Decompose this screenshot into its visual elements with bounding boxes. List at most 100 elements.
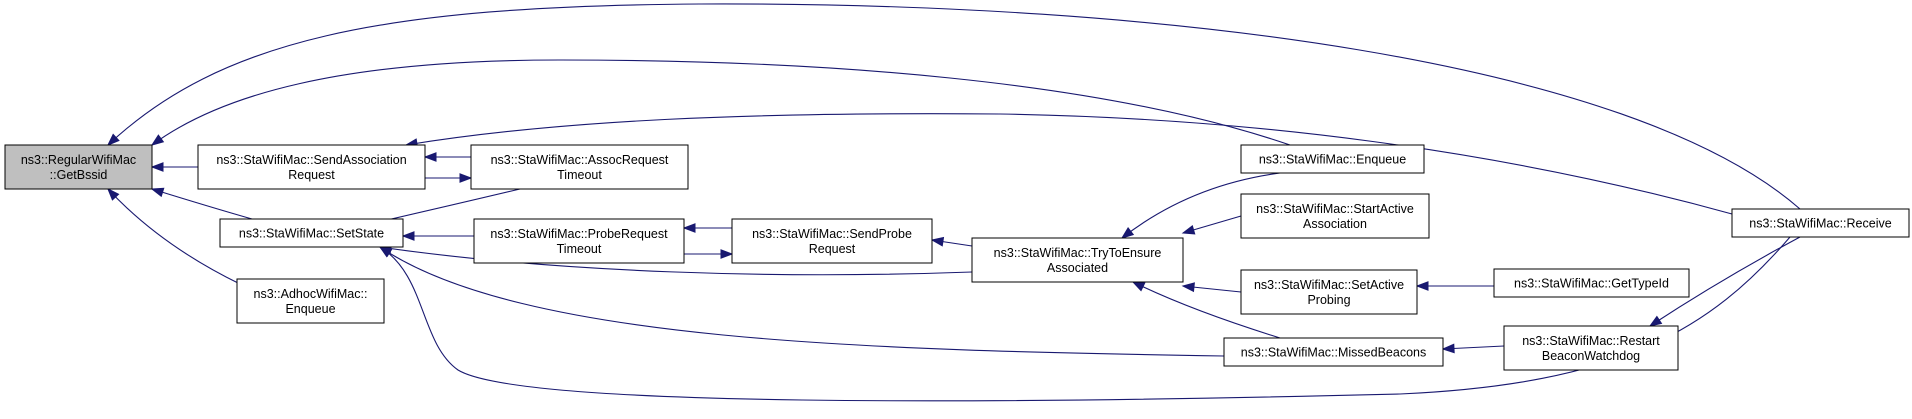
node-getbssid[interactable]: ns3::RegularWifiMac::GetBssid [4, 144, 153, 190]
edge-sendassoc-to-assoctimeout [425, 173, 473, 183]
edge-arrowhead [720, 249, 734, 259]
node-box [470, 144, 689, 190]
edge-adhocenqueue-to-getbssid [107, 187, 241, 285]
node-box [1240, 269, 1418, 315]
edge-arrowhead [1441, 343, 1455, 354]
node-adhocenqueue[interactable]: ns3::AdhocWifiMac::Enqueue [236, 278, 385, 324]
edge-gettypeid-to-setactive [1415, 281, 1494, 291]
edge-arrowhead [930, 236, 945, 247]
edge-arrowhead [1648, 315, 1663, 327]
node-box [473, 218, 685, 264]
node-label-line: BeaconWatchdog [1542, 349, 1640, 363]
edge-setstate-to-getbssid [150, 187, 253, 220]
edge-line [379, 246, 1225, 357]
node-box [197, 144, 426, 190]
edge-arrowhead [401, 231, 415, 241]
edge-line [405, 113, 1733, 215]
edge-arrowhead [1120, 227, 1135, 239]
edge-arrowhead [106, 133, 120, 146]
edge-arrowhead [150, 162, 164, 172]
node-staenqueue[interactable]: ns3::StaWifiMac::Enqueue [1240, 144, 1425, 174]
edge-arrowhead [1181, 225, 1196, 235]
edge-trytoensure-to-sendprobe [930, 236, 973, 247]
node-label-line: ns3::StaWifiMac::GetTypeId [1514, 277, 1669, 291]
node-label-line: ns3::StaWifiMac::ProbeRequest [490, 227, 668, 241]
edge-startactive-to-trytoensure [1181, 215, 1242, 235]
edge-assoctimeout-to-sendassoc [423, 152, 471, 162]
edge-restart-to-missed [1441, 343, 1505, 354]
node-gettypeid[interactable]: ns3::StaWifiMac::GetTypeId [1493, 268, 1690, 298]
node-label-line: ns3::AdhocWifiMac:: [254, 287, 368, 301]
edge-arrowhead [1131, 281, 1146, 292]
node-label-line: Timeout [557, 168, 602, 182]
node-receive[interactable]: ns3::StaWifiMac::Receive [1731, 208, 1910, 238]
node-box [1223, 337, 1444, 367]
node-label-line: ns3::StaWifiMac::TryToEnsure [994, 246, 1162, 260]
node-label-line: ::GetBssid [50, 168, 108, 182]
node-label-line: ns3::StaWifiMac::Receive [1749, 217, 1891, 231]
node-box [1240, 193, 1430, 239]
edge-arrowhead [423, 152, 437, 162]
edge-sendprobe-to-probetimeout [682, 223, 732, 233]
edge-arrowhead [1415, 281, 1429, 291]
node-box [731, 218, 933, 264]
edge-arrowhead [107, 187, 120, 201]
edge-line [151, 188, 253, 220]
node-label-line: ns3::StaWifiMac::Restart [1522, 334, 1660, 348]
node-box [1731, 208, 1910, 238]
node-setstate[interactable]: ns3::StaWifiMac::SetState [219, 218, 404, 248]
edge-setactive-to-trytoensure [1181, 282, 1242, 293]
node-box [4, 144, 153, 190]
edge-sendassoc-to-getbssid [150, 162, 198, 172]
node-label-line: ns3::StaWifiMac::SendAssociation [216, 153, 406, 167]
nodes-layer: ns3::RegularWifiMac::GetBssidns3::StaWif… [4, 144, 1910, 371]
edge-line [107, 188, 241, 285]
node-label-line: Enqueue [285, 302, 335, 316]
edge-line [107, 3, 1801, 210]
node-box [971, 237, 1184, 283]
edge-arrowhead [378, 246, 393, 258]
node-label-line: ns3::StaWifiMac::SetActive [1254, 278, 1404, 292]
node-label-line: ns3::RegularWifiMac [21, 153, 136, 167]
node-label-line: Probing [1307, 293, 1350, 307]
node-label-line: Timeout [557, 242, 602, 256]
edge-probetimeout-to-sendprobe [684, 249, 734, 259]
node-label-line: ns3::StaWifiMac::SetState [239, 227, 384, 241]
node-box [1493, 268, 1690, 298]
node-label-line: ns3::StaWifiMac::AssocRequest [491, 153, 669, 167]
edge-probetimeout-to-setstate [401, 231, 474, 241]
node-label-line: Request [288, 168, 335, 182]
edge-arrowhead [150, 187, 165, 198]
node-box [236, 278, 385, 324]
edge-line [1132, 281, 1281, 339]
edge-missed-to-trytoensure [1131, 281, 1281, 339]
node-label-line: Request [809, 242, 856, 256]
node-label-line: ns3::StaWifiMac::StartActive [1256, 202, 1414, 216]
edge-staenqueue-to-trytoensure [1120, 172, 1281, 239]
edge-staenqueue-to-getbssid [150, 59, 1291, 146]
edge-arrowhead [1181, 282, 1195, 293]
node-box [219, 218, 404, 248]
edge-receive-to-restart [1648, 236, 1801, 327]
node-box [1503, 325, 1679, 371]
node-label-line: ns3::StaWifiMac::MissedBeacons [1241, 346, 1427, 360]
node-label-line: Association [1303, 217, 1367, 231]
edge-line [1121, 172, 1281, 239]
edge-line [379, 246, 973, 276]
node-box [1240, 144, 1425, 174]
edge-arrowhead [682, 223, 696, 233]
node-label-line: ns3::StaWifiMac::SendProbe [752, 227, 912, 241]
edge-receive-to-getbssid [106, 3, 1801, 210]
node-missed[interactable]: ns3::StaWifiMac::MissedBeacons [1223, 337, 1444, 367]
edge-line [1649, 236, 1801, 327]
node-label-line: ns3::StaWifiMac::Enqueue [1259, 153, 1406, 167]
edge-line [151, 59, 1291, 146]
